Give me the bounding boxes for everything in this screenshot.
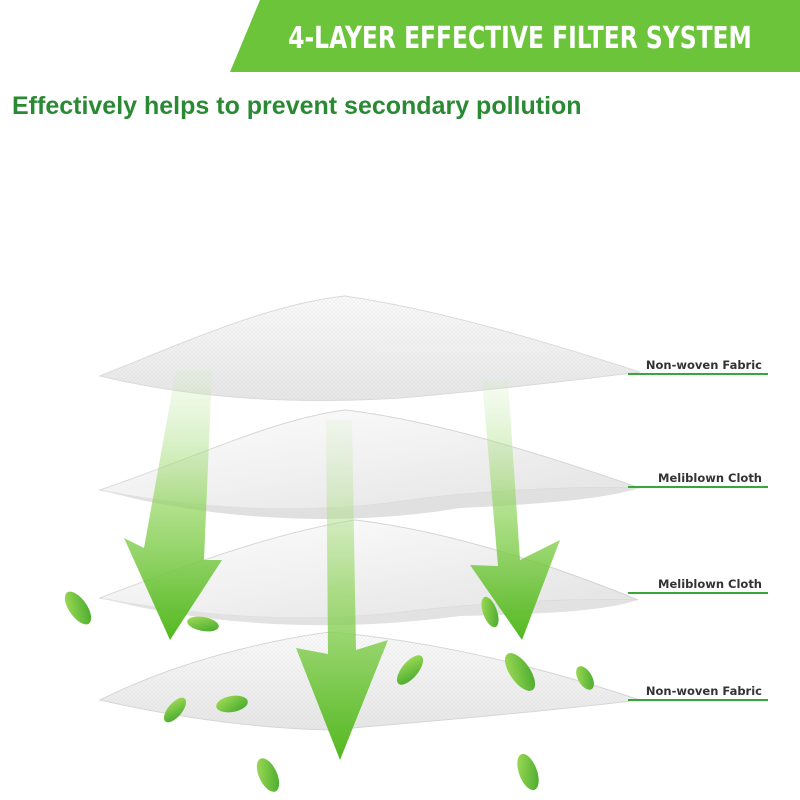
arrow-left [124,370,222,640]
layer-label-4-rule [628,699,768,701]
layer-label-3: Meliblown Cloth [658,577,762,591]
layer-label-1-rule [628,373,768,375]
layer-label-4: Non-woven Fabric [645,684,762,698]
layer-label-2: Meliblown Cloth [658,471,762,485]
layer-label-2-rule [628,486,768,488]
header-banner: 4-LAYER EFFECTIVE FILTER SYSTEM [230,0,800,72]
arrow-center [296,420,388,760]
banner-title: 4-LAYER EFFECTIVE FILTER SYSTEM [288,20,752,56]
layer-1-sheet [98,295,641,401]
banner-shape [230,0,800,72]
arrow-right [470,380,560,640]
leaf-icon [64,591,594,792]
layer-label-1: Non-woven Fabric [645,358,762,372]
subtitle: Effectively helps to prevent secondary p… [12,92,582,120]
layer-label-3-rule [628,592,768,594]
